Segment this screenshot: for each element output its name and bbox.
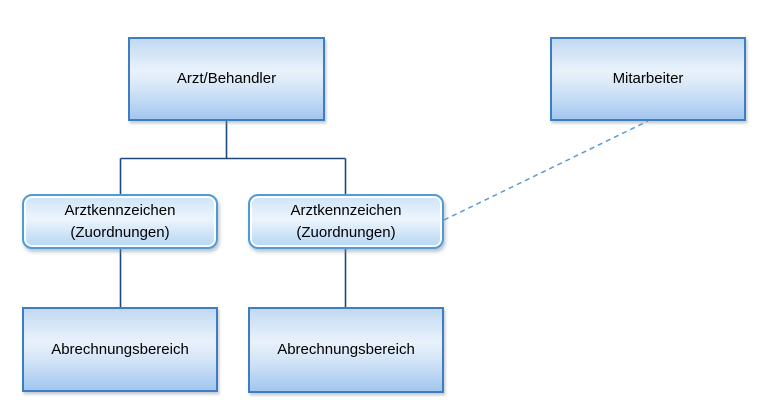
node-abrechnungsbereich-right: Abrechnungsbereich: [248, 307, 444, 393]
node-arztkennzeichen-right: Arztkennzeichen (Zuordnungen): [248, 194, 444, 249]
dashed-connector-mitarbeiter: [443, 120, 649, 221]
node-arztkennzeichen-right-label: Arztkennzeichen (Zuordnungen): [290, 201, 402, 241]
node-arztkennzeichen-left-label: Arztkennzeichen (Zuordnungen): [64, 201, 176, 241]
node-abrechnungsbereich-left-label: Abrechnungsbereich: [51, 340, 189, 358]
node-mitarbeiter-label: Mitarbeiter: [612, 70, 684, 87]
node-arzt-behandler: Arzt/Behandler: [128, 37, 325, 121]
node-mitarbeiter: Mitarbeiter: [550, 37, 746, 121]
tree-elbow-connector: [119, 120, 347, 194]
node-abrechnungsbereich-right-label: Abrechnungsbereich: [277, 341, 415, 358]
node-arzt-behandler-label: Arzt/Behandler: [176, 70, 277, 87]
node-arztkennzeichen-left: Arztkennzeichen (Zuordnungen): [22, 194, 218, 249]
node-abrechnungsbereich-left: Abrechnungsbereich: [22, 307, 218, 392]
